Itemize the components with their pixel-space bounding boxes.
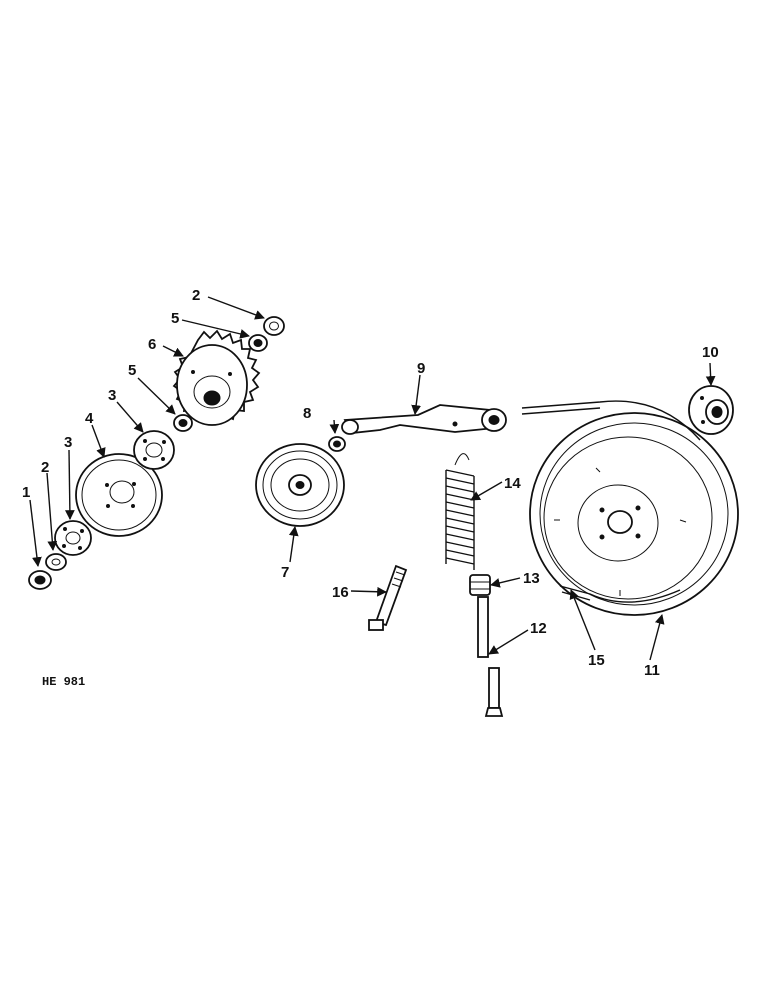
part-3-flange-upper (133, 430, 175, 470)
part-13-nut (469, 574, 491, 596)
callout-14: 14 (504, 475, 521, 492)
callout-15: 15 (588, 652, 605, 669)
callout-13: 13 (523, 570, 540, 587)
part-16-bolt (368, 564, 408, 631)
callout-9: 9 (417, 360, 425, 377)
part-5-spacer-upper (248, 334, 268, 352)
callout-12: 12 (530, 620, 547, 637)
callout-3-upper: 3 (108, 387, 116, 404)
leader-lines (29, 296, 716, 661)
part-10-hub (688, 385, 734, 435)
callout-5-upper: 5 (171, 310, 179, 327)
part-5-spacer-lower (173, 414, 193, 432)
callout-4: 4 (85, 410, 94, 427)
callout-16: 16 (332, 584, 349, 601)
part-11-main-pulley (529, 412, 739, 616)
callout-10: 10 (702, 344, 719, 361)
part-1-bushing (28, 570, 52, 590)
callout-11: 11 (644, 662, 660, 679)
callout-1: 1 (22, 484, 30, 501)
callout-8: 8 (303, 405, 311, 422)
callout-7: 7 (281, 564, 289, 581)
part-2-washer-lower (45, 553, 67, 571)
callout-2-lower: 2 (41, 459, 49, 476)
part-14-spring (445, 453, 475, 570)
callout-3-lower: 3 (64, 434, 72, 451)
callout-5-lower: 5 (128, 362, 136, 379)
part-6-sprocket (172, 329, 261, 426)
part-9-idler-arm (341, 404, 507, 435)
part-3-flange-lower (54, 520, 92, 556)
callout-2-upper: 2 (192, 287, 200, 304)
part-2-washer-upper (263, 316, 285, 336)
part-7-idler-pulley (255, 443, 345, 527)
part-8-bushing (328, 436, 346, 452)
figure-reference: HE 981 (42, 675, 85, 689)
callout-6: 6 (148, 336, 156, 353)
part-4-pulley-half (75, 453, 163, 537)
part-12-bolt (477, 596, 504, 717)
callout-labels: 1 2 3 4 3 5 6 5 2 7 8 9 10 11 12 13 14 1… (22, 287, 719, 679)
